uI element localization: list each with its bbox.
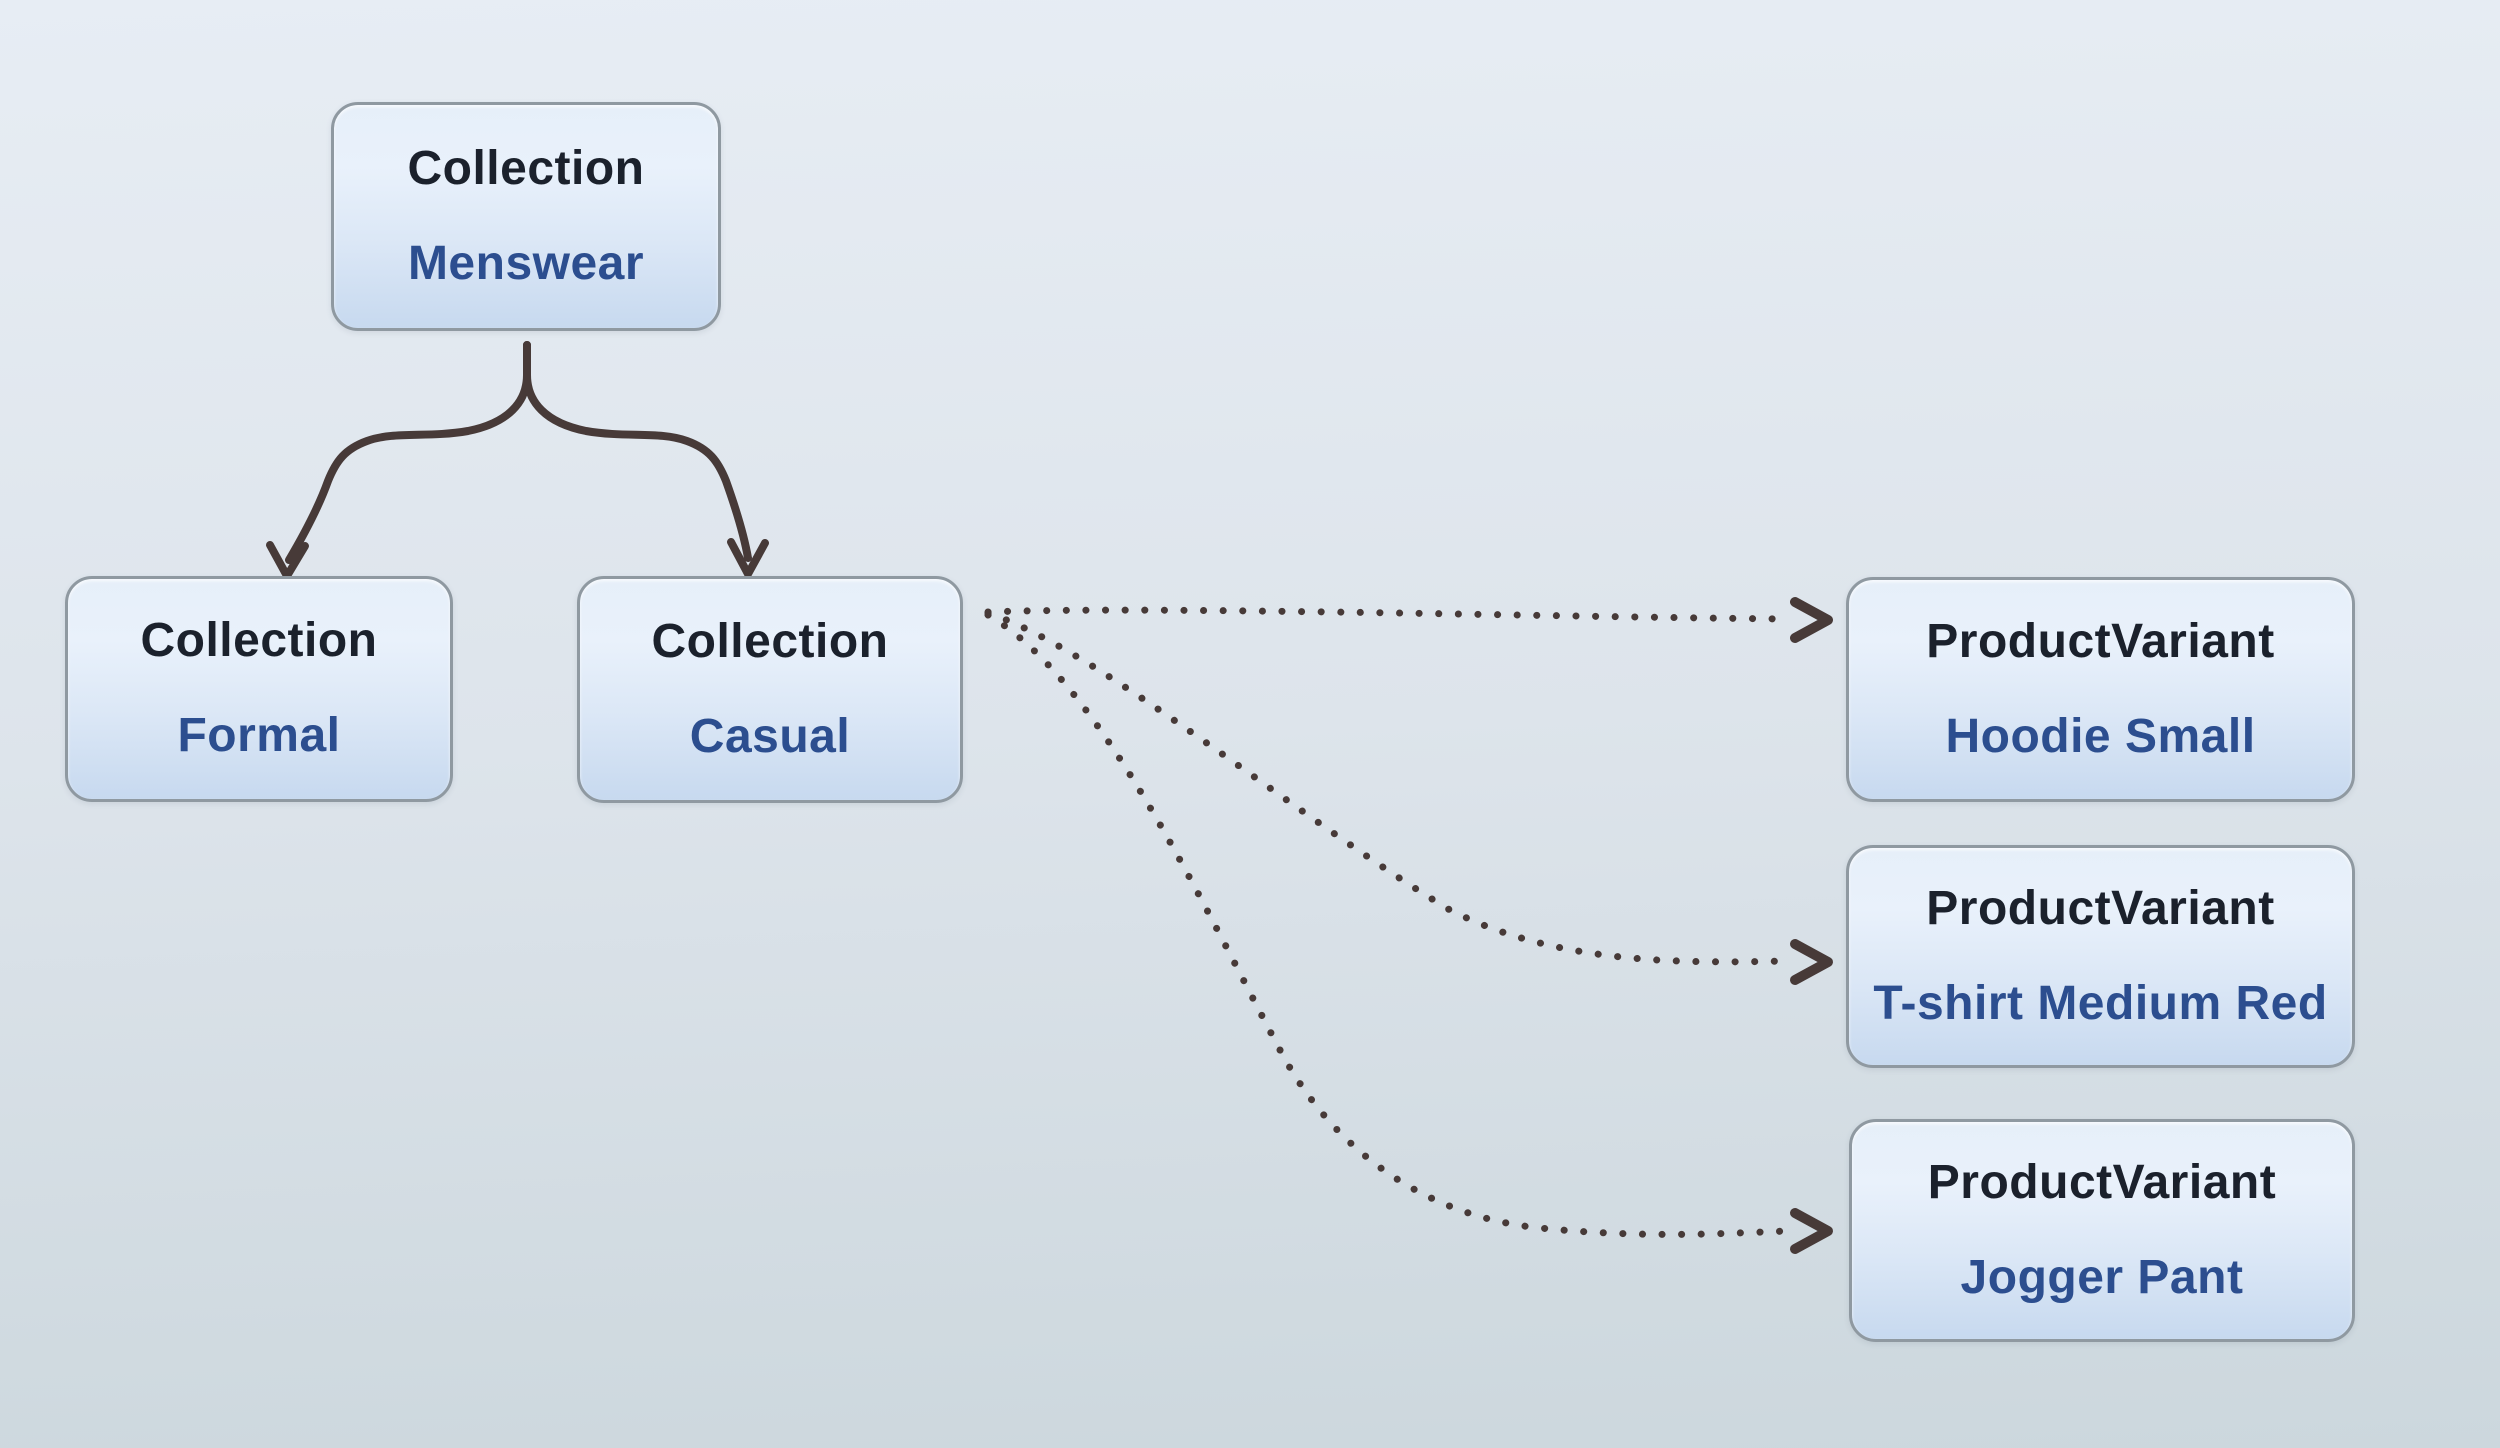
node-collection-formal: Collection Formal: [65, 576, 453, 802]
node-name-label: T-shirt Medium Red: [1873, 976, 2328, 1030]
edge-casual-jogger: [984, 611, 1792, 1238]
node-productvariant-jogger-pant: ProductVariant Jogger Pant: [1849, 1119, 2355, 1342]
edge-casual-tshirt-arrowhead-icon: [1790, 939, 1833, 985]
edge-casual-jogger-arrowhead-icon: [1790, 1208, 1833, 1254]
node-name-label: Casual: [689, 709, 851, 763]
node-productvariant-hoodie-small: ProductVariant Hoodie Small: [1846, 577, 2355, 802]
edge-menswear-casual-arrowhead-icon: [727, 538, 769, 578]
node-collection-menswear: Collection Menswear: [331, 102, 721, 331]
edge-menswear-formal: [285, 341, 531, 564]
edge-casual-hoodie: [984, 606, 1792, 623]
node-name-label: Menswear: [407, 236, 645, 290]
node-type-label: ProductVariant: [1926, 614, 2275, 668]
node-productvariant-tshirt-medium-red: ProductVariant T-shirt Medium Red: [1846, 845, 2355, 1068]
node-name-label: Hoodie Small: [1945, 709, 2256, 763]
node-type-label: ProductVariant: [1927, 1155, 2277, 1209]
node-name-label: Jogger Pant: [1960, 1250, 2244, 1304]
edge-casual-tshirt: [984, 609, 1792, 966]
node-type-label: Collection: [407, 141, 645, 195]
node-type-label: Collection: [651, 614, 889, 668]
edge-menswear-casual: [523, 341, 752, 562]
edge-casual-hoodie-arrowhead-icon: [1790, 597, 1833, 643]
node-type-label: Collection: [140, 614, 378, 668]
node-collection-casual: Collection Casual: [577, 576, 963, 803]
node-name-label: Formal: [177, 709, 341, 762]
node-type-label: ProductVariant: [1926, 881, 2275, 935]
